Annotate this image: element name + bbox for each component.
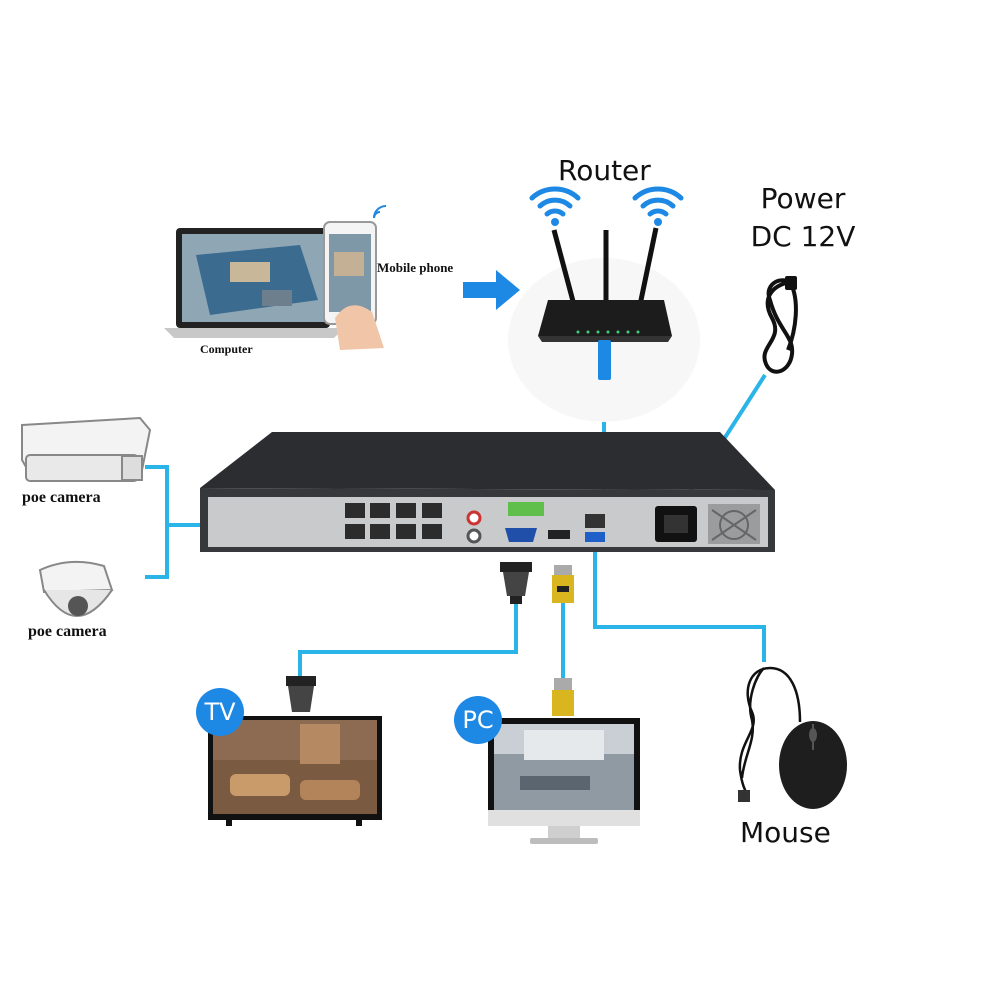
computer-label: Computer [200, 342, 253, 356]
usb-to-mouse-cable [593, 545, 766, 662]
power-label-line1: Power [760, 182, 846, 215]
vga-to-tv-cable [298, 600, 518, 680]
mobile-phone-label: Mobile phone [377, 260, 454, 275]
mouse-label: Mouse [740, 816, 831, 849]
router-label: Router [558, 154, 651, 187]
poe-camera-label-2: poe camera [28, 623, 107, 640]
power-label-line2: DC 12V [750, 220, 856, 253]
camera-bracket-line [145, 465, 169, 579]
power-label: Power DC 12V [748, 180, 858, 256]
poe-camera-label-1: poe camera [22, 489, 101, 506]
tv-badge: TV [196, 688, 244, 736]
pc-badge: PC [454, 696, 502, 744]
